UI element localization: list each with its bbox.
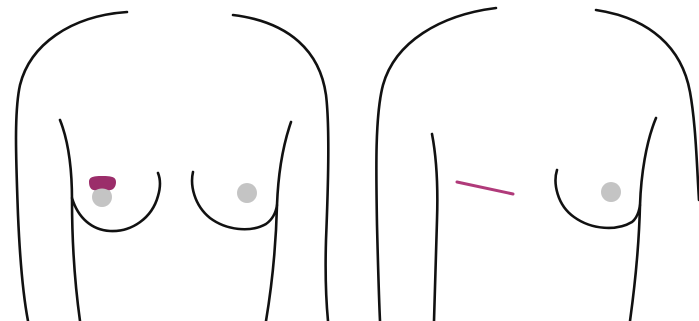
after-right-shoulder-outline [596, 10, 699, 200]
panel-after [376, 8, 699, 321]
after-incision-line [457, 182, 513, 194]
before-periareolar-highlight [89, 176, 116, 190]
after-right-nipple [601, 182, 621, 202]
after-right-breast-outline [556, 170, 640, 228]
before-right-nipple [237, 183, 257, 203]
after-left-armpit-line [432, 134, 437, 321]
before-left-armpit-line [60, 120, 80, 321]
before-right-breast-outline [192, 172, 277, 229]
panel-before [16, 12, 328, 321]
